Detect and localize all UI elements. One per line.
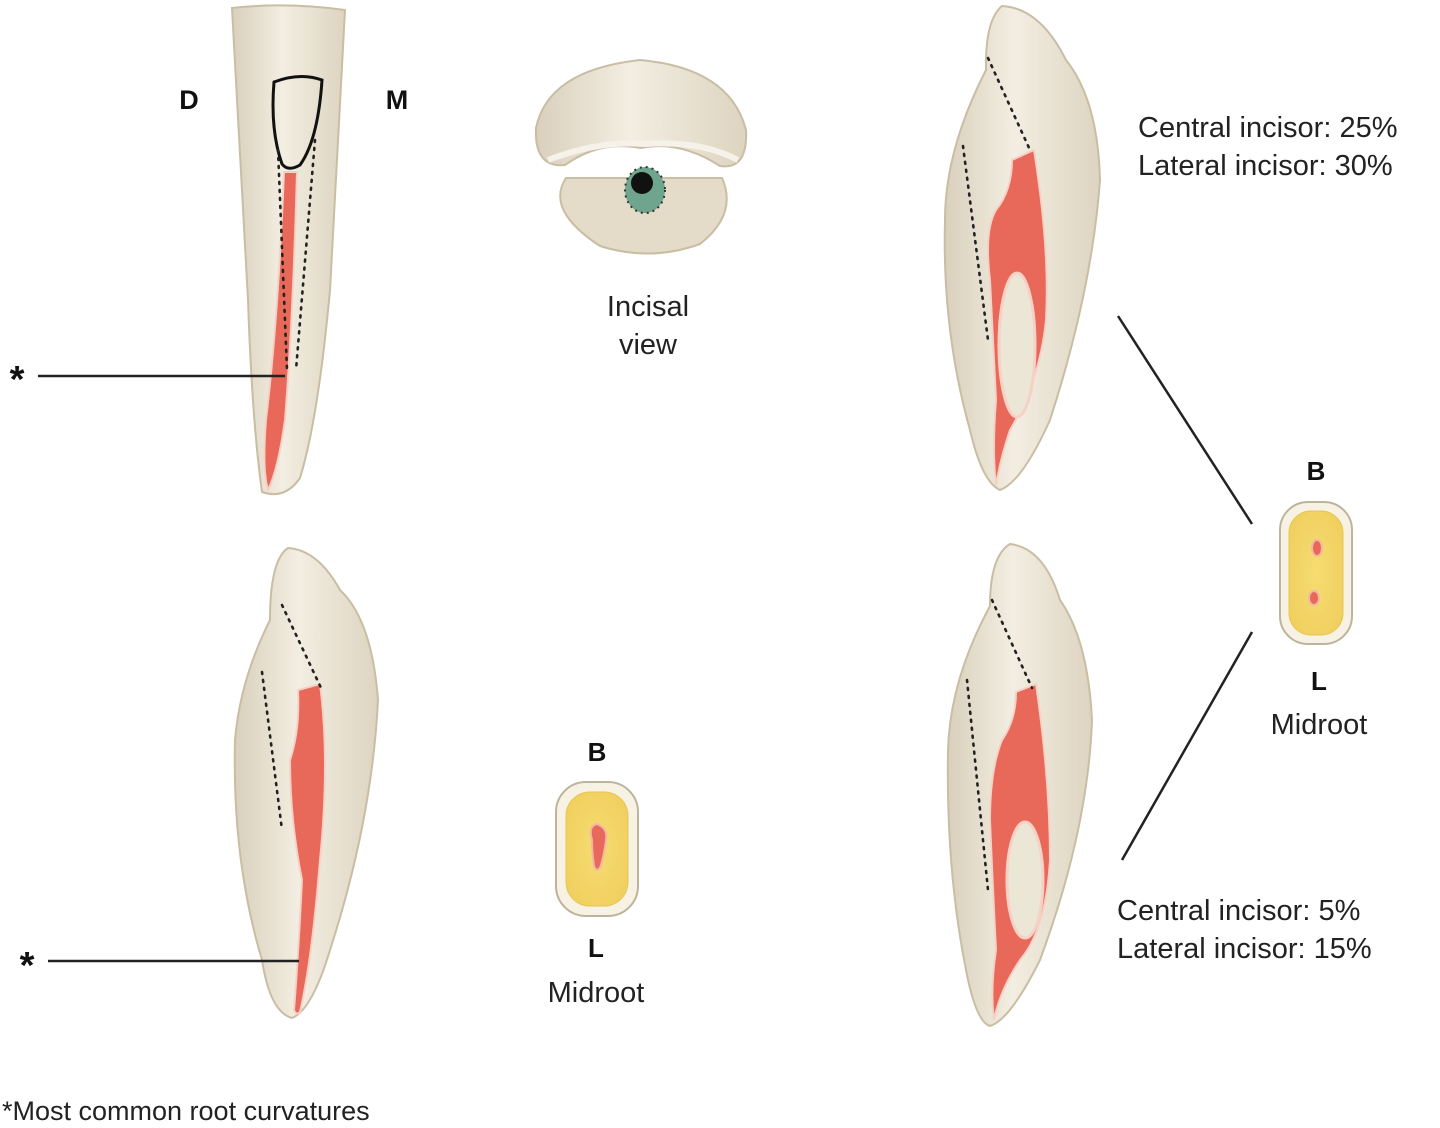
labial-view-tooth [230, 4, 347, 496]
connector-line-upper [1116, 315, 1254, 525]
proximal-view-tooth-two-canals-lower [946, 542, 1094, 1028]
midroot-label-right: Midroot [1271, 709, 1368, 741]
midroot-cross-section-single [555, 781, 639, 917]
mesial-label: M [386, 85, 409, 115]
lower-right-central-incisor-stat: Central incisor: 5% [1117, 895, 1360, 927]
midroot-label-left: Midroot [548, 977, 645, 1009]
lingual-label-left: L [588, 933, 604, 963]
pulp-horn-outline [271, 75, 324, 170]
lower-right-lateral-incisor-stat: Lateral incisor: 15% [1117, 933, 1372, 965]
proximal-view-tooth-two-canals-upper [943, 4, 1102, 492]
midroot-cross-section-double [1279, 501, 1353, 645]
footnote: *Most common root curvatures [2, 1096, 370, 1126]
asterisk-marker-bottom: * [20, 945, 35, 987]
upper-right-lateral-incisor-stat: Lateral incisor: 30% [1138, 150, 1393, 182]
incisal-view-label-line1: Incisal [607, 291, 689, 323]
incisal-view-label-line2: view [619, 329, 678, 361]
proximal-view-tooth-single-canal [233, 546, 380, 1020]
distal-label: D [179, 85, 199, 115]
incisal-view-tooth [534, 58, 748, 255]
asterisk-marker-top: * [10, 359, 25, 401]
upper-right-central-incisor-stat: Central incisor: 25% [1138, 112, 1398, 144]
buccal-label-right: B [1307, 456, 1326, 486]
connector-line-lower [1120, 631, 1254, 861]
lingual-label-right: L [1311, 666, 1327, 696]
buccal-label-left: B [588, 737, 607, 767]
